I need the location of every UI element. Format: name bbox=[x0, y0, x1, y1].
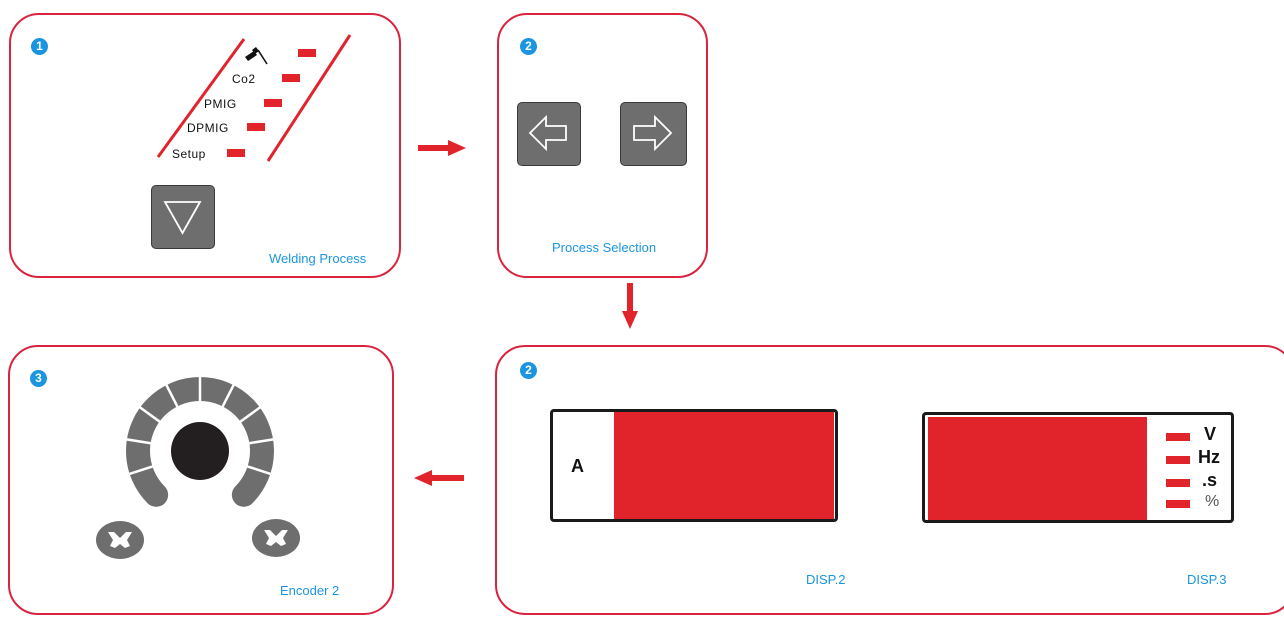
flow-arrow-down bbox=[622, 283, 638, 329]
encoder-knob-icon[interactable] bbox=[171, 422, 229, 480]
co2-led bbox=[282, 74, 300, 82]
right-arrow-button[interactable] bbox=[620, 102, 687, 166]
unit-percent: % bbox=[1205, 493, 1220, 510]
torch-button-icon[interactable] bbox=[250, 518, 302, 558]
encoder-panel: 3 Encoder 2 bbox=[8, 345, 394, 615]
encoder-segment-divider bbox=[128, 464, 154, 476]
welding-torch-icon bbox=[245, 47, 268, 65]
step-badge-2: 2 bbox=[520, 38, 537, 55]
encoder-segment-divider bbox=[138, 405, 162, 424]
encoder-caption: Encoder 2 bbox=[280, 583, 340, 598]
process-down-button[interactable] bbox=[151, 185, 215, 249]
percent-led bbox=[1166, 500, 1190, 508]
disp2-screen bbox=[614, 412, 834, 519]
mode-label-co2: Co2 bbox=[232, 72, 256, 86]
disp2-caption: DISP.2 bbox=[806, 572, 846, 587]
disp3-display: V Hz .s % bbox=[922, 412, 1234, 523]
encoder-scale-icon bbox=[125, 376, 275, 507]
left-arrow-button[interactable] bbox=[517, 102, 581, 166]
dpmig-led bbox=[247, 123, 265, 131]
seconds-led bbox=[1166, 479, 1190, 487]
mode-label-dpmig: DPMIG bbox=[187, 121, 229, 135]
setup-led bbox=[227, 149, 245, 157]
volt-led bbox=[1166, 433, 1190, 441]
flow-arrow-left bbox=[414, 470, 464, 486]
encoder-segment-divider bbox=[246, 464, 272, 476]
left-arrow-icon bbox=[528, 114, 567, 152]
mode-label-pmig: PMIG bbox=[204, 97, 237, 111]
welding-process-panel: 1 Co2 PMIG DPMIG Setup Welding Process bbox=[9, 13, 401, 278]
pmig-led bbox=[264, 99, 282, 107]
disp3-caption: DISP.3 bbox=[1187, 572, 1227, 587]
torch-button-icon[interactable] bbox=[94, 520, 146, 560]
welding-process-caption: Welding Process bbox=[269, 251, 367, 266]
torch-led bbox=[298, 49, 316, 57]
process-selection-panel: 2 Process Selection bbox=[497, 13, 708, 278]
unit-hertz: Hz bbox=[1198, 447, 1220, 467]
display-panel: 2 A DISP.2 V Hz .s % DISP.3 bbox=[495, 345, 1284, 615]
encoder-segment-divider bbox=[238, 405, 262, 424]
step-badge-3: 3 bbox=[30, 370, 47, 387]
encoder-segment-divider bbox=[221, 383, 236, 408]
mode-label-setup: Setup bbox=[172, 147, 206, 161]
process-selection-caption: Process Selection bbox=[552, 240, 657, 255]
encoder-segment-divider bbox=[248, 438, 275, 445]
unit-volts: V bbox=[1204, 424, 1217, 444]
flow-arrow-right bbox=[418, 140, 466, 156]
disp2-unit-amps: A bbox=[571, 456, 584, 476]
step-badge-2-display: 2 bbox=[520, 362, 537, 379]
encoder-segment-divider bbox=[164, 383, 179, 408]
disp2-display: A bbox=[550, 409, 838, 522]
disp3-screen bbox=[928, 417, 1147, 520]
down-triangle-icon bbox=[163, 201, 202, 235]
mode-selector-frame bbox=[156, 34, 352, 162]
right-arrow-icon bbox=[633, 114, 673, 152]
hertz-led bbox=[1166, 456, 1190, 464]
step-badge-1: 1 bbox=[31, 38, 48, 55]
unit-seconds: .s bbox=[1202, 470, 1218, 490]
encoder-segment-divider bbox=[125, 438, 152, 445]
